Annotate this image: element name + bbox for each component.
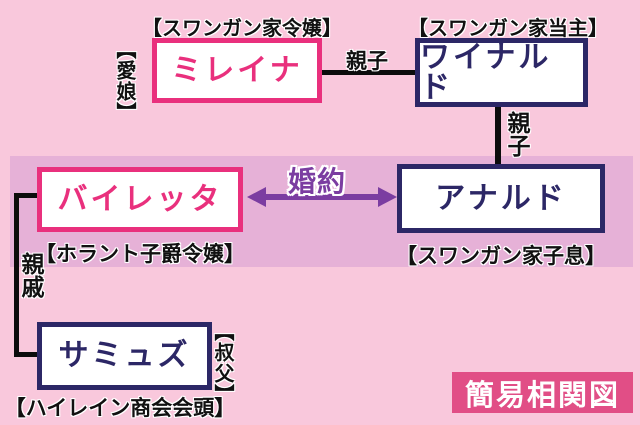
role-label-mireina: 【スワンガン家令嬢】 <box>142 16 342 40</box>
node-samyuzu-name: サミュズ <box>58 338 191 373</box>
node-bairetta-name: バイレッタ <box>57 181 223 217</box>
side-label-uncle: 【叔父】 <box>211 321 235 405</box>
side-label-beloved-daughter: 【愛娘】 <box>113 39 137 123</box>
parent-child-label-vertical: 親子 <box>503 111 530 157</box>
role-label-bairetta: 【ホラント子爵令嬢】 <box>35 241 245 266</box>
node-mireina: ミレイナ <box>152 38 322 103</box>
node-wainarudo: ワイナルド <box>415 38 588 107</box>
node-anarudo-name: アナルド <box>435 180 567 216</box>
node-bairetta: バイレッタ <box>37 167 243 232</box>
parent-child-line-vertical <box>495 106 501 166</box>
relative-line-bottom-segment <box>14 352 38 357</box>
parent-child-label-top: 親子 <box>346 48 388 73</box>
node-mireina-name: ミレイナ <box>171 52 303 88</box>
chart-title-badge: 簡易相関図 <box>452 372 633 413</box>
node-anarudo: アナルド <box>397 164 605 233</box>
role-label-wainarudo: 【スワンガン家当主】 <box>408 16 608 40</box>
engagement-label: 婚約 <box>287 165 346 198</box>
parent-child-line-top <box>322 70 416 75</box>
chart-title-text: 簡易相関図 <box>464 377 620 412</box>
relative-label: 親戚 <box>17 252 44 298</box>
role-label-anarudo: 【スワンガン家子息】 <box>396 243 606 268</box>
double-arrow-icon <box>247 187 397 207</box>
node-samyuzu: サミュズ <box>37 322 212 390</box>
relative-line-top-segment <box>14 193 38 198</box>
relative-line-vertical-segment <box>14 193 19 357</box>
node-wainarudo-name: ワイナルド <box>420 39 552 105</box>
role-label-samyuzu: 【ハイレイン商会会頭】 <box>4 395 236 420</box>
